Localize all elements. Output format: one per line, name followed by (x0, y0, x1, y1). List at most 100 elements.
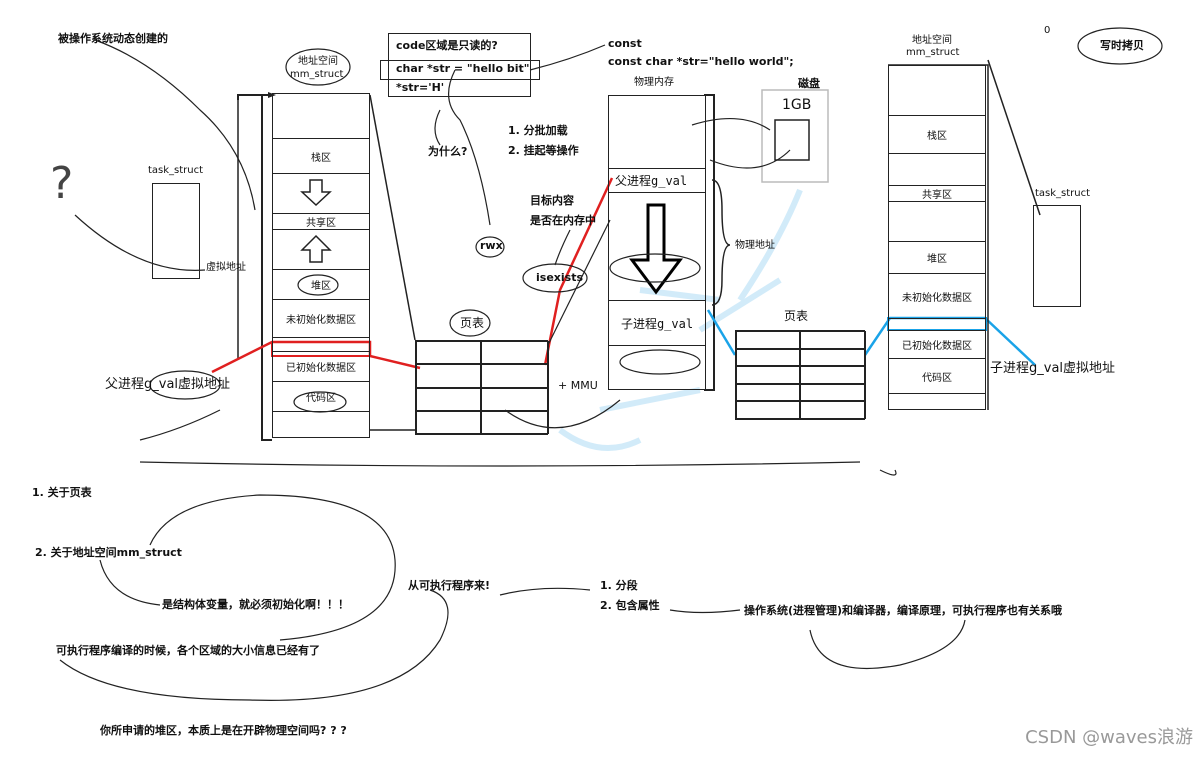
heap-oval (297, 274, 339, 296)
load-item-1: 1. 分批加载 (508, 124, 568, 137)
left-segment-bss: 未初始化数据区 (273, 300, 369, 338)
note-heap-question: 你所申请的堆区，本质上是在开辟物理空间吗? ? ? (100, 724, 347, 737)
left-stack-label: 栈区 (311, 152, 331, 164)
right-task-struct-label: task_struct (1035, 188, 1091, 199)
cow-circle (1077, 27, 1163, 65)
right-segment-code: 代码区 (889, 359, 985, 394)
right-segment-gap-2 (889, 202, 985, 242)
disk-inner-box (774, 119, 810, 161)
virtual-addr-label: 虚拟地址 (206, 262, 246, 273)
str-assign-code: *str='H' (396, 81, 445, 94)
right-page-table (735, 330, 866, 420)
left-segment-code: 代码区 (273, 382, 369, 412)
bottom-left-curve (139, 409, 221, 441)
disk-label: 磁盘 (798, 77, 820, 90)
page-table-cell (736, 366, 800, 384)
left-segment-gval (273, 338, 369, 352)
left-segment-gap-2 (273, 230, 369, 270)
note-struct-init: 是结构体变量，就必须初始化啊！！！ (162, 598, 349, 611)
right-code-label: 代码区 (922, 372, 952, 384)
right-segment-top (889, 66, 985, 116)
right-space-title-1: 地址空间 (912, 35, 952, 46)
char-str-box (380, 60, 540, 80)
left-space-top-arrow (237, 94, 268, 100)
mmu-label: + MMU (558, 379, 598, 392)
note2-loop (149, 494, 396, 641)
question-curve (74, 214, 206, 271)
page-table-cell (800, 401, 866, 419)
note-mm-struct: 2. 关于地址空间mm_struct (35, 546, 182, 559)
disk-to-memory-arrow (691, 118, 771, 131)
left-space-title-2: mm_struct (290, 69, 344, 80)
rwx-arrow (448, 69, 491, 226)
page-table-cell (800, 366, 866, 384)
note8-loop (59, 589, 449, 701)
left-heap-label: 堆区 (311, 281, 331, 292)
code-readonly-label: code区域是只读的? (396, 39, 498, 52)
const-char-code: const char *str="hello world"; (608, 55, 794, 68)
left-segment-stack: 栈区 (273, 139, 369, 174)
memory-child-label: 子进程g_val (620, 316, 694, 331)
page-table-cell (736, 383, 800, 402)
left-task-struct-box (152, 183, 200, 279)
rwx-circle (475, 236, 505, 258)
page-table-cell (800, 348, 866, 367)
left-space-title-1: 地址空间 (298, 56, 338, 67)
right-segment-gval (889, 319, 985, 331)
const-label: const (608, 37, 642, 50)
left-bss-label: 未初始化数据区 (286, 315, 356, 326)
left-code-label: 代码区 (306, 393, 336, 404)
right-task-struct-box (1033, 205, 1081, 307)
left-task-struct-label: task_struct (148, 165, 204, 176)
note-from-executable: 从可执行程序来! (408, 579, 491, 592)
note-segmentation: 1. 分段 (600, 579, 638, 592)
left-segment-gap (273, 174, 369, 214)
pagetable-to-memory-line (547, 219, 611, 346)
page-table-cell (736, 348, 800, 367)
os-created-note: 被操作系统动态创建的 (58, 32, 168, 45)
why-label: 为什么? (428, 145, 468, 158)
pagetable-label-circle (449, 309, 491, 337)
note4-to-note5 (499, 587, 591, 596)
memory-region-top (609, 96, 705, 169)
right-segment-shared: 共享区 (889, 186, 985, 202)
right-data-label: 已初始化数据区 (902, 341, 972, 352)
note-page-table: 1. 关于页表 (32, 486, 92, 499)
right-shared-label: 共享区 (922, 190, 952, 201)
page-table-cell (416, 387, 481, 411)
note6-to-note7 (669, 609, 741, 614)
memory-bracket (704, 94, 715, 391)
physical-memory: 父进程g_val 子进程g_val (608, 95, 706, 390)
stack-down-arrow (300, 179, 332, 207)
copy-on-write-label: 写时拷贝 (1100, 39, 1144, 52)
disk-1gb-label: 1GB (782, 97, 812, 113)
memory-oval-1 (609, 253, 701, 283)
memory-parent-slot: 父进程g_val (609, 169, 705, 193)
note2-to-note3 (99, 559, 161, 606)
left-segment-shared: 共享区 (273, 214, 369, 230)
page-table-cell (800, 383, 866, 402)
physical-memory-label: 物理内存 (634, 77, 674, 88)
right-segment-data: 已初始化数据区 (889, 331, 985, 359)
right-segment-stack: 栈区 (889, 116, 985, 154)
right-stack-label: 栈区 (927, 131, 947, 142)
page-table-cell (416, 410, 481, 434)
page-table-cell (481, 387, 549, 411)
memory-to-disk-arrow (709, 149, 791, 169)
faint-blue-scribble (558, 188, 803, 451)
char-str-code: char *str = "hello bit" (396, 62, 530, 75)
left-segment-data: 已初始化数据区 (273, 352, 369, 382)
heap-up-arrow (300, 234, 332, 263)
watermark: CSDN @waves浪游 (1025, 727, 1193, 748)
question-mark-note: ? (50, 158, 74, 209)
parent-vaddr-circle (149, 370, 221, 400)
code-readonly-box (388, 33, 531, 97)
left-page-table (415, 340, 549, 435)
left-space-bracket (261, 94, 272, 441)
right-bss-label: 未初始化数据区 (902, 292, 972, 304)
physical-addr-label: 物理地址 (735, 240, 775, 251)
isexists-arrow (554, 229, 571, 266)
left-address-space: 栈区 共享区 堆区 未初始化数据区 已初始化数据区 代码区 (272, 93, 370, 438)
page-table-cell (481, 410, 549, 434)
